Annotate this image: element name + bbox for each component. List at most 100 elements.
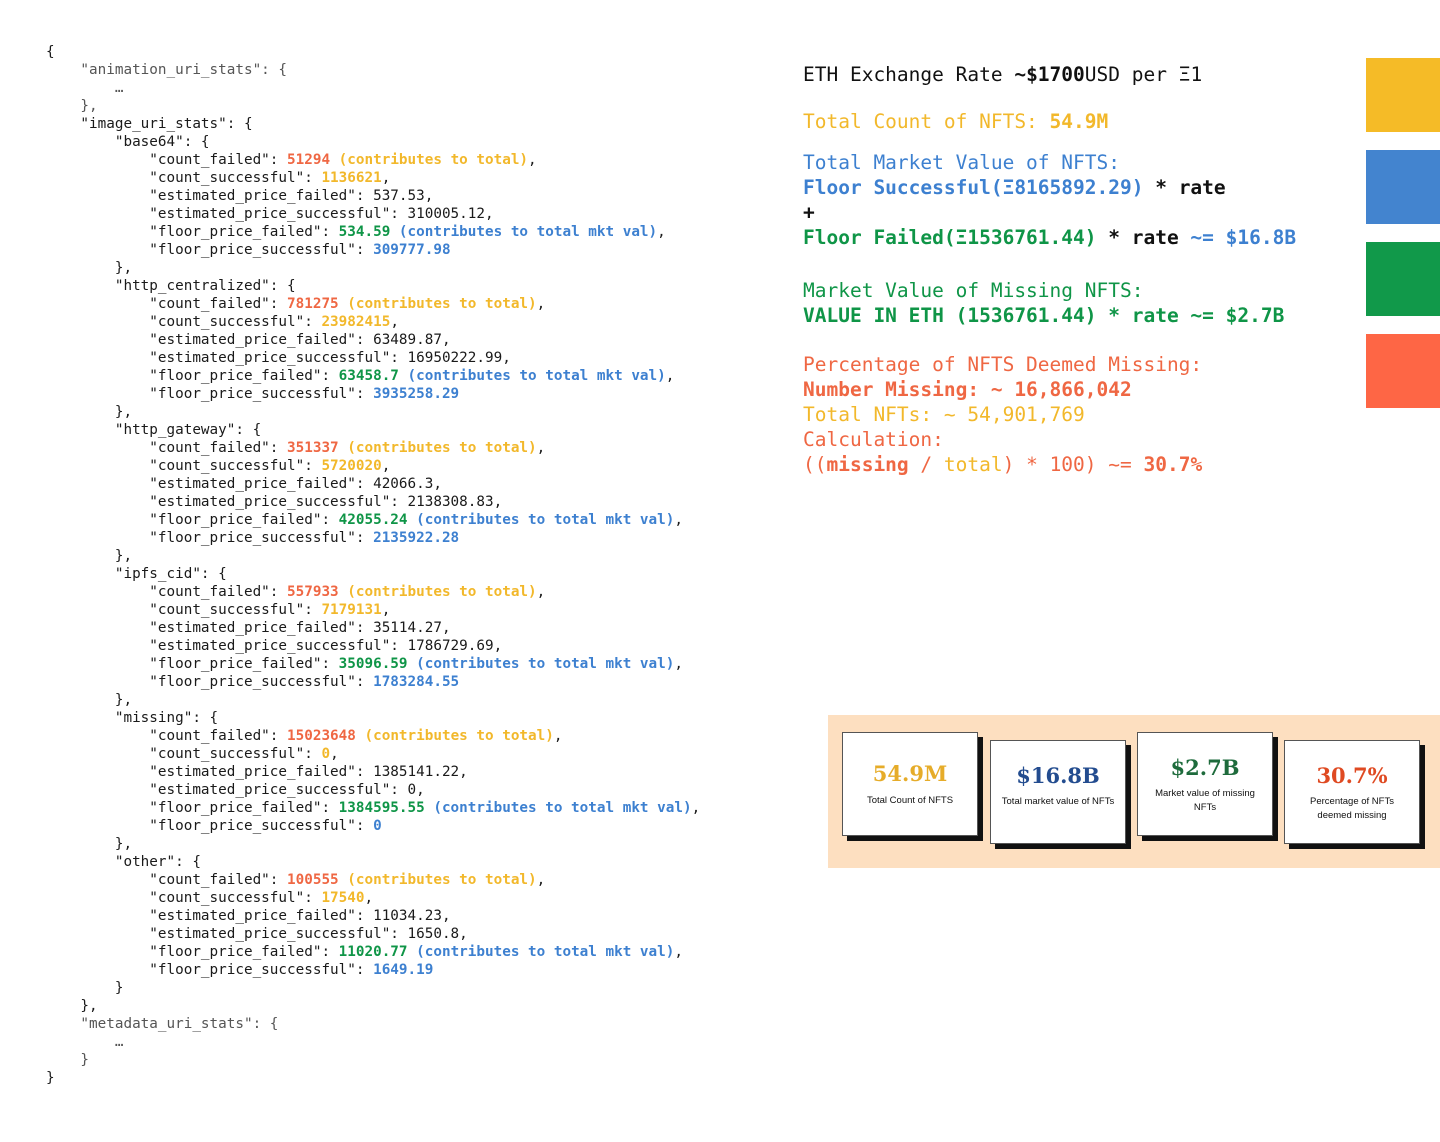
code-token: "estimated_price_successful": 1650.8, bbox=[46, 926, 468, 942]
code-token: 0 bbox=[321, 746, 331, 762]
code-line: "count_failed": 781275 (contributes to t… bbox=[46, 295, 700, 313]
code-token: }, bbox=[46, 404, 133, 420]
code-token: (contributes to total mkt val) bbox=[407, 512, 675, 528]
code-token: , bbox=[381, 170, 391, 186]
code-line: "base64": { bbox=[46, 133, 700, 151]
code-token: (contributes to total) bbox=[338, 584, 537, 600]
code-token: "floor_price_failed": bbox=[46, 800, 339, 816]
code-token: "estimated_price_successful": 1786729.69… bbox=[46, 638, 503, 654]
floor-successful-line: Floor Successful(Ξ8165892.29) * rate bbox=[803, 175, 1226, 200]
swatch-red bbox=[1366, 334, 1440, 408]
code-line: "estimated_price_successful": 1650.8, bbox=[46, 925, 700, 943]
code-token: 351337 bbox=[287, 440, 339, 456]
code-line: { bbox=[46, 43, 700, 61]
code-token: "count_successful": bbox=[46, 746, 322, 762]
code-line: "count_successful": 23982415, bbox=[46, 313, 700, 331]
floor-failed-line: Floor Failed(Ξ1536761.44) * rate ~= $16.… bbox=[803, 225, 1296, 250]
code-token: "missing": { bbox=[46, 710, 219, 726]
code-token: "estimated_price_failed": 42066.3, bbox=[46, 476, 442, 492]
swatch-yellow bbox=[1366, 58, 1440, 132]
code-token: "floor_price_successful": bbox=[46, 962, 374, 978]
code-token: (contributes to total mkt val) bbox=[398, 368, 666, 384]
code-token: (contributes to total) bbox=[338, 296, 537, 312]
approx-sign: ~= bbox=[1178, 226, 1226, 249]
code-line: }, bbox=[46, 259, 700, 277]
code-token: 1384595.55 bbox=[338, 800, 425, 816]
code-token: "base64": { bbox=[46, 134, 210, 150]
code-line: … bbox=[46, 79, 700, 97]
code-line: "estimated_price_failed": 42066.3, bbox=[46, 475, 700, 493]
code-token: } bbox=[46, 980, 124, 996]
code-line: }, bbox=[46, 97, 700, 115]
code-token: }, bbox=[46, 98, 98, 114]
code-line: }, bbox=[46, 547, 700, 565]
code-token: 11020.77 bbox=[338, 944, 408, 960]
code-token: , bbox=[390, 314, 399, 330]
code-line: } bbox=[46, 1069, 700, 1087]
code-token: "floor_price_failed": bbox=[46, 656, 339, 672]
code-token: "estimated_price_failed": 63489.87, bbox=[46, 332, 451, 348]
code-line: "image_uri_stats": { bbox=[46, 115, 700, 133]
code-line: "floor_price_failed": 11020.77 (contribu… bbox=[46, 943, 700, 961]
code-token: (contributes to total mkt val) bbox=[407, 656, 675, 672]
code-token: "count_successful": bbox=[46, 314, 322, 330]
code-token: (contributes to total mkt val) bbox=[407, 944, 675, 960]
code-token: , bbox=[691, 800, 701, 816]
code-token: 2135922.28 bbox=[373, 530, 460, 546]
code-token: "ipfs_cid": { bbox=[46, 566, 227, 582]
card-caption: Percentage of NFTs deemed missing bbox=[1310, 796, 1394, 821]
code-token: "http_centralized": { bbox=[46, 278, 296, 294]
code-token: "count_successful": bbox=[46, 890, 322, 906]
code-token: , bbox=[674, 944, 683, 960]
json-code-block: { "animation_uri_stats": { … }, "image_u… bbox=[46, 43, 700, 1087]
code-token: 42055.24 bbox=[338, 512, 408, 528]
code-line: "floor_price_successful": 1649.19 bbox=[46, 961, 700, 979]
code-token: 309777.98 bbox=[373, 242, 451, 258]
code-token: , bbox=[665, 368, 675, 384]
calc-total: total bbox=[943, 453, 1003, 476]
code-token: "floor_price_failed": bbox=[46, 512, 339, 528]
code-line: "missing": { bbox=[46, 709, 700, 727]
code-token: "image_uri_stats": { bbox=[46, 116, 253, 132]
code-token: , bbox=[381, 602, 391, 618]
code-line: } bbox=[46, 979, 700, 997]
code-token: "count_failed": bbox=[46, 296, 288, 312]
code-token: 3935258.29 bbox=[373, 386, 460, 402]
code-token: "floor_price_failed": bbox=[46, 224, 339, 240]
code-line: }, bbox=[46, 835, 700, 853]
card-value: $16.8B bbox=[1016, 763, 1100, 788]
exchange-rate-unit: USD per Ξ1 bbox=[1084, 63, 1203, 86]
code-line: "floor_price_failed": 1384595.55 (contri… bbox=[46, 799, 700, 817]
code-line: "estimated_price_failed": 35114.27, bbox=[46, 619, 700, 637]
code-token: }, bbox=[46, 836, 133, 852]
missing-value-calc: VALUE IN ETH (1536761.44) * rate ~= $2.7… bbox=[803, 304, 1285, 327]
code-line: }, bbox=[46, 691, 700, 709]
code-token: 0 bbox=[373, 818, 382, 834]
code-token: "floor_price_successful": bbox=[46, 386, 374, 402]
code-line: "floor_price_successful": 2135922.28 bbox=[46, 529, 700, 547]
code-token: , bbox=[553, 728, 563, 744]
code-line: "count_failed": 15023648 (contributes to… bbox=[46, 727, 700, 745]
code-token: "animation_uri_stats": { bbox=[46, 62, 288, 78]
code-token: "count_successful": bbox=[46, 602, 322, 618]
code-token: "estimated_price_successful": 310005.12, bbox=[46, 206, 494, 222]
code-line: "http_centralized": { bbox=[46, 277, 700, 295]
code-token: 1783284.55 bbox=[373, 674, 460, 690]
code-line: "estimated_price_failed": 11034.23, bbox=[46, 907, 700, 925]
code-token: , bbox=[536, 296, 546, 312]
code-line: "estimated_price_successful": 16950222.9… bbox=[46, 349, 700, 367]
swatch-green bbox=[1366, 242, 1440, 316]
code-token: "estimated_price_successful": 16950222.9… bbox=[46, 350, 511, 366]
code-line: "other": { bbox=[46, 853, 700, 871]
card-caption: Total market value of NFTs bbox=[1001, 796, 1115, 807]
code-token: 100555 bbox=[287, 872, 339, 888]
code-token: 7179131 bbox=[321, 602, 382, 618]
card-caption: Market value of missing NFTs bbox=[1155, 788, 1255, 813]
missing-value-label: Market Value of Missing NFTS: bbox=[803, 279, 1144, 302]
code-line: "floor_price_failed": 42055.24 (contribu… bbox=[46, 511, 700, 529]
code-line: "estimated_price_failed": 63489.87, bbox=[46, 331, 700, 349]
code-token: "floor_price_failed": bbox=[46, 944, 339, 960]
code-token: (contributes to total) bbox=[330, 152, 529, 168]
code-token: "count_failed": bbox=[46, 440, 288, 456]
code-token: "floor_price_successful": bbox=[46, 530, 374, 546]
